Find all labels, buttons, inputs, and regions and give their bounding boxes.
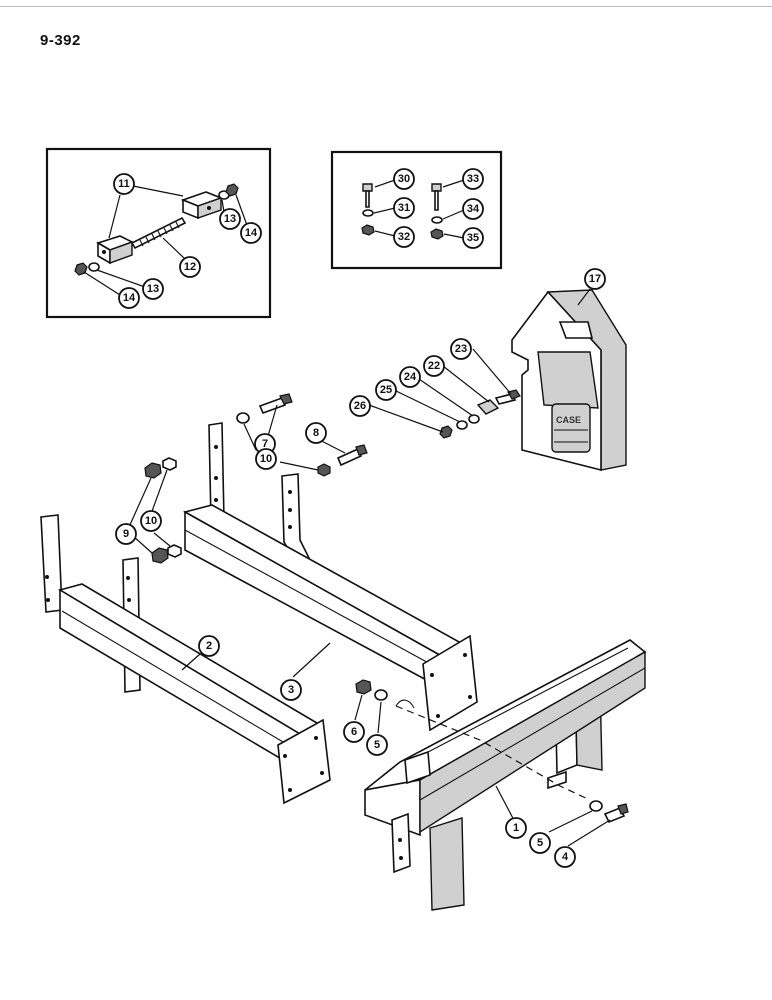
rear-mount-hardware	[128, 393, 368, 564]
callout-14a: 14	[240, 222, 262, 244]
top-rule	[0, 6, 772, 7]
weight-hardware	[368, 288, 591, 439]
svg-text:13: 13	[224, 213, 236, 225]
callout-10a: 10	[255, 448, 277, 470]
callout-13a: 13	[219, 208, 241, 230]
svg-text:14: 14	[123, 292, 136, 304]
washer-icon	[431, 216, 443, 224]
callout-24: 24	[399, 366, 421, 388]
front-weight: CASE	[511, 289, 627, 472]
washer-icon	[362, 209, 374, 217]
clamp-plate-icon	[476, 399, 500, 415]
callout-23: 23	[450, 338, 472, 360]
bolt-icon	[258, 396, 287, 415]
svg-text:1: 1	[513, 822, 519, 834]
washer-icon	[167, 544, 182, 558]
callout-26: 26	[349, 395, 371, 417]
callout-5b: 5	[529, 832, 551, 854]
svg-text:25: 25	[380, 384, 392, 396]
nut-icon	[151, 547, 169, 564]
svg-text:9: 9	[123, 528, 129, 540]
svg-text:31: 31	[398, 202, 410, 214]
svg-text:17: 17	[589, 273, 601, 285]
svg-text:8: 8	[313, 427, 319, 439]
svg-text:12: 12	[184, 261, 196, 273]
callout-22: 22	[423, 355, 445, 377]
svg-text:14: 14	[245, 227, 258, 239]
callout-35: 35	[462, 227, 484, 249]
svg-text:2: 2	[206, 640, 212, 652]
svg-text:30: 30	[398, 173, 410, 185]
bumper-frame	[364, 639, 647, 911]
svg-text:34: 34	[467, 203, 480, 215]
callout-34: 34	[462, 198, 484, 220]
callout-2: 2	[198, 635, 220, 657]
callout-17: 17	[584, 268, 606, 290]
svg-text:24: 24	[404, 371, 417, 383]
svg-text:4: 4	[562, 851, 569, 863]
callout-11: 11	[113, 173, 135, 195]
svg-text:7: 7	[262, 438, 268, 450]
svg-text:35: 35	[467, 232, 479, 244]
callout-33: 33	[462, 168, 484, 190]
callout-8: 8	[305, 422, 327, 444]
weight-logo: CASE	[556, 415, 581, 425]
beam-upper	[182, 422, 478, 732]
washer-icon	[236, 412, 250, 424]
callout-4: 4	[554, 846, 576, 868]
svg-text:5: 5	[374, 739, 380, 751]
callout-30: 30	[393, 168, 415, 190]
washer-icon	[88, 262, 100, 272]
svg-text:11: 11	[118, 178, 130, 190]
svg-text:10: 10	[260, 453, 272, 465]
page-number: 9-392	[40, 32, 81, 49]
svg-text:3: 3	[288, 684, 294, 696]
washer-icon	[374, 689, 388, 701]
spacer-block-upper	[180, 191, 224, 220]
washer-icon	[468, 414, 480, 424]
callout-31: 31	[393, 197, 415, 219]
callout-13b: 13	[142, 278, 164, 300]
bolt-icon	[362, 183, 373, 208]
nut-icon	[439, 425, 453, 439]
washer-icon	[589, 800, 603, 812]
nut-icon	[430, 228, 444, 240]
svg-text:22: 22	[428, 360, 440, 372]
callout-32: 32	[393, 226, 415, 248]
washer-icon	[456, 420, 468, 430]
nut-icon	[317, 463, 331, 477]
callout-3: 3	[280, 679, 302, 701]
callout-25: 25	[375, 379, 397, 401]
beam-lower	[40, 514, 331, 805]
callout-6: 6	[343, 721, 365, 743]
svg-text:5: 5	[537, 837, 543, 849]
svg-text:33: 33	[467, 173, 479, 185]
svg-text:13: 13	[147, 283, 159, 295]
callout-5a: 5	[366, 734, 388, 756]
callout-9: 9	[115, 523, 137, 545]
bolt-icon	[431, 183, 442, 211]
callout-12: 12	[179, 256, 201, 278]
bolt-icon	[336, 447, 363, 467]
svg-text:32: 32	[398, 231, 410, 243]
svg-text:6: 6	[351, 726, 357, 738]
bolt-icon	[603, 806, 626, 824]
bumper-hardware	[354, 679, 629, 847]
svg-text:23: 23	[455, 343, 467, 355]
svg-text:10: 10	[145, 515, 157, 527]
nut-icon	[355, 679, 372, 695]
washer-icon	[162, 457, 177, 471]
threaded-stud	[130, 216, 187, 250]
callout-1: 1	[505, 817, 527, 839]
nut-icon	[225, 183, 239, 197]
nut-icon	[361, 224, 375, 236]
callout-14b: 14	[118, 287, 140, 309]
spacer-block-lower	[96, 235, 135, 265]
nut-icon	[144, 462, 162, 479]
callout-10b: 10	[140, 510, 162, 532]
svg-text:26: 26	[354, 400, 366, 412]
